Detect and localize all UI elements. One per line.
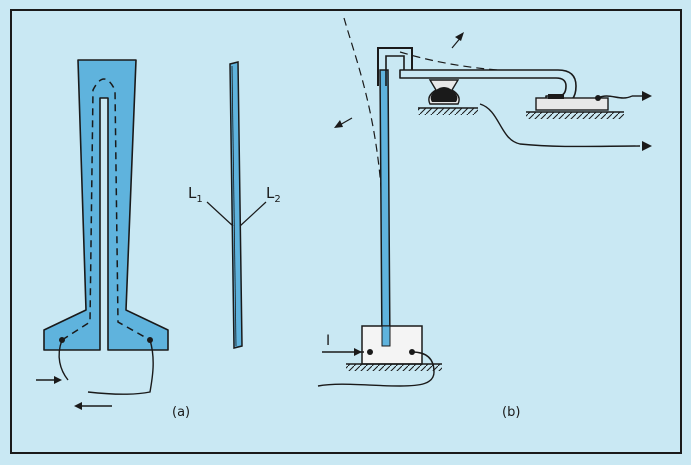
top-bent-connector-inner bbox=[385, 55, 405, 86]
current-arrow-out-head bbox=[74, 402, 82, 410]
label-l1: L1 bbox=[188, 184, 203, 205]
output-arrow-top-head bbox=[642, 91, 652, 101]
deflection-curve-horizontal bbox=[399, 51, 531, 73]
current-path-dashed bbox=[61, 78, 151, 341]
deflection-arrow-left-head bbox=[334, 120, 343, 128]
figure-frame bbox=[10, 9, 682, 454]
label-l2-leader bbox=[239, 201, 267, 227]
lead-wire-right bbox=[87, 339, 154, 395]
base-ground-hatch bbox=[346, 364, 442, 371]
input-current-arrow-head bbox=[354, 348, 362, 356]
label-l2: L2 bbox=[266, 184, 281, 205]
lead-wire-left bbox=[58, 339, 69, 381]
base-block bbox=[361, 325, 423, 365]
caption-b: (b) bbox=[502, 405, 520, 420]
label-l1-leader bbox=[206, 201, 234, 227]
return-wire bbox=[317, 351, 435, 387]
current-arrow-in-head bbox=[54, 376, 62, 384]
side-view-strip-edge bbox=[231, 65, 237, 347]
panel-a: L1 L2 (a) bbox=[36, 59, 281, 420]
right-ground-hatch bbox=[526, 112, 624, 119]
current-label: I bbox=[326, 333, 330, 349]
u-strip-conductor bbox=[43, 59, 169, 351]
output-wire-bottom bbox=[479, 103, 641, 148]
deflection-curve-vertical bbox=[343, 17, 383, 201]
right-clamp-block bbox=[535, 97, 609, 111]
vertical-strip bbox=[379, 69, 391, 351]
output-arrow-bottom-head bbox=[642, 141, 652, 151]
top-bent-connector bbox=[377, 47, 413, 86]
panel-b: I (b) bbox=[317, 17, 652, 420]
vertical-strip-embedded bbox=[381, 325, 391, 347]
caption-a: (a) bbox=[172, 405, 190, 420]
pivot-anvil-shade bbox=[430, 87, 458, 102]
right-clamp-top bbox=[548, 94, 564, 99]
base-terminal-left bbox=[367, 349, 373, 355]
deflection-arrow-up-head bbox=[455, 32, 464, 41]
pivot-ground-hatch bbox=[418, 108, 478, 115]
output-wire-top bbox=[597, 95, 633, 99]
